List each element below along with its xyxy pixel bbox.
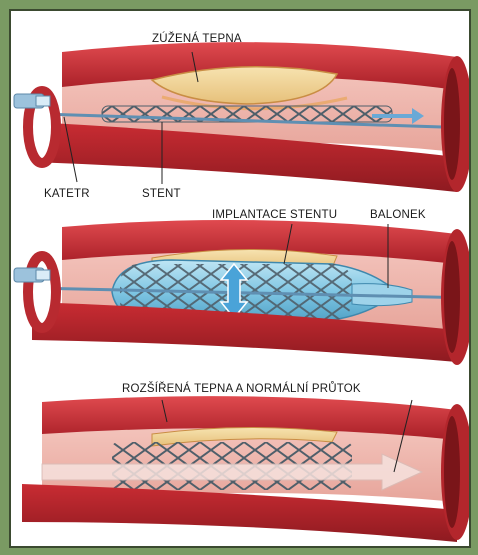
label-balloon: BALONEK (370, 209, 426, 221)
stent-procedure-diagram: ZÚŽENÁ TEPNA KATETR STENT (11, 11, 469, 546)
label-stent: STENT (142, 188, 181, 200)
catheter-tip-icon (14, 94, 50, 108)
label-narrowed-artery: ZÚŽENÁ TEPNA (152, 32, 242, 45)
artery-widened (22, 396, 469, 542)
label-stent-implantation: IMPLANTACE STENTU (212, 209, 337, 221)
diagram-panel: ZÚŽENÁ TEPNA KATETR STENT (9, 9, 471, 548)
artery-narrowed (14, 42, 469, 192)
label-catheter: KATETR (44, 188, 90, 200)
label-widened-artery: ROZŠÍŘENÁ TEPNA A NORMÁLNÍ PRŮTOK (122, 382, 361, 395)
catheter-tip-icon (14, 268, 50, 282)
artery-implantation (14, 220, 469, 365)
